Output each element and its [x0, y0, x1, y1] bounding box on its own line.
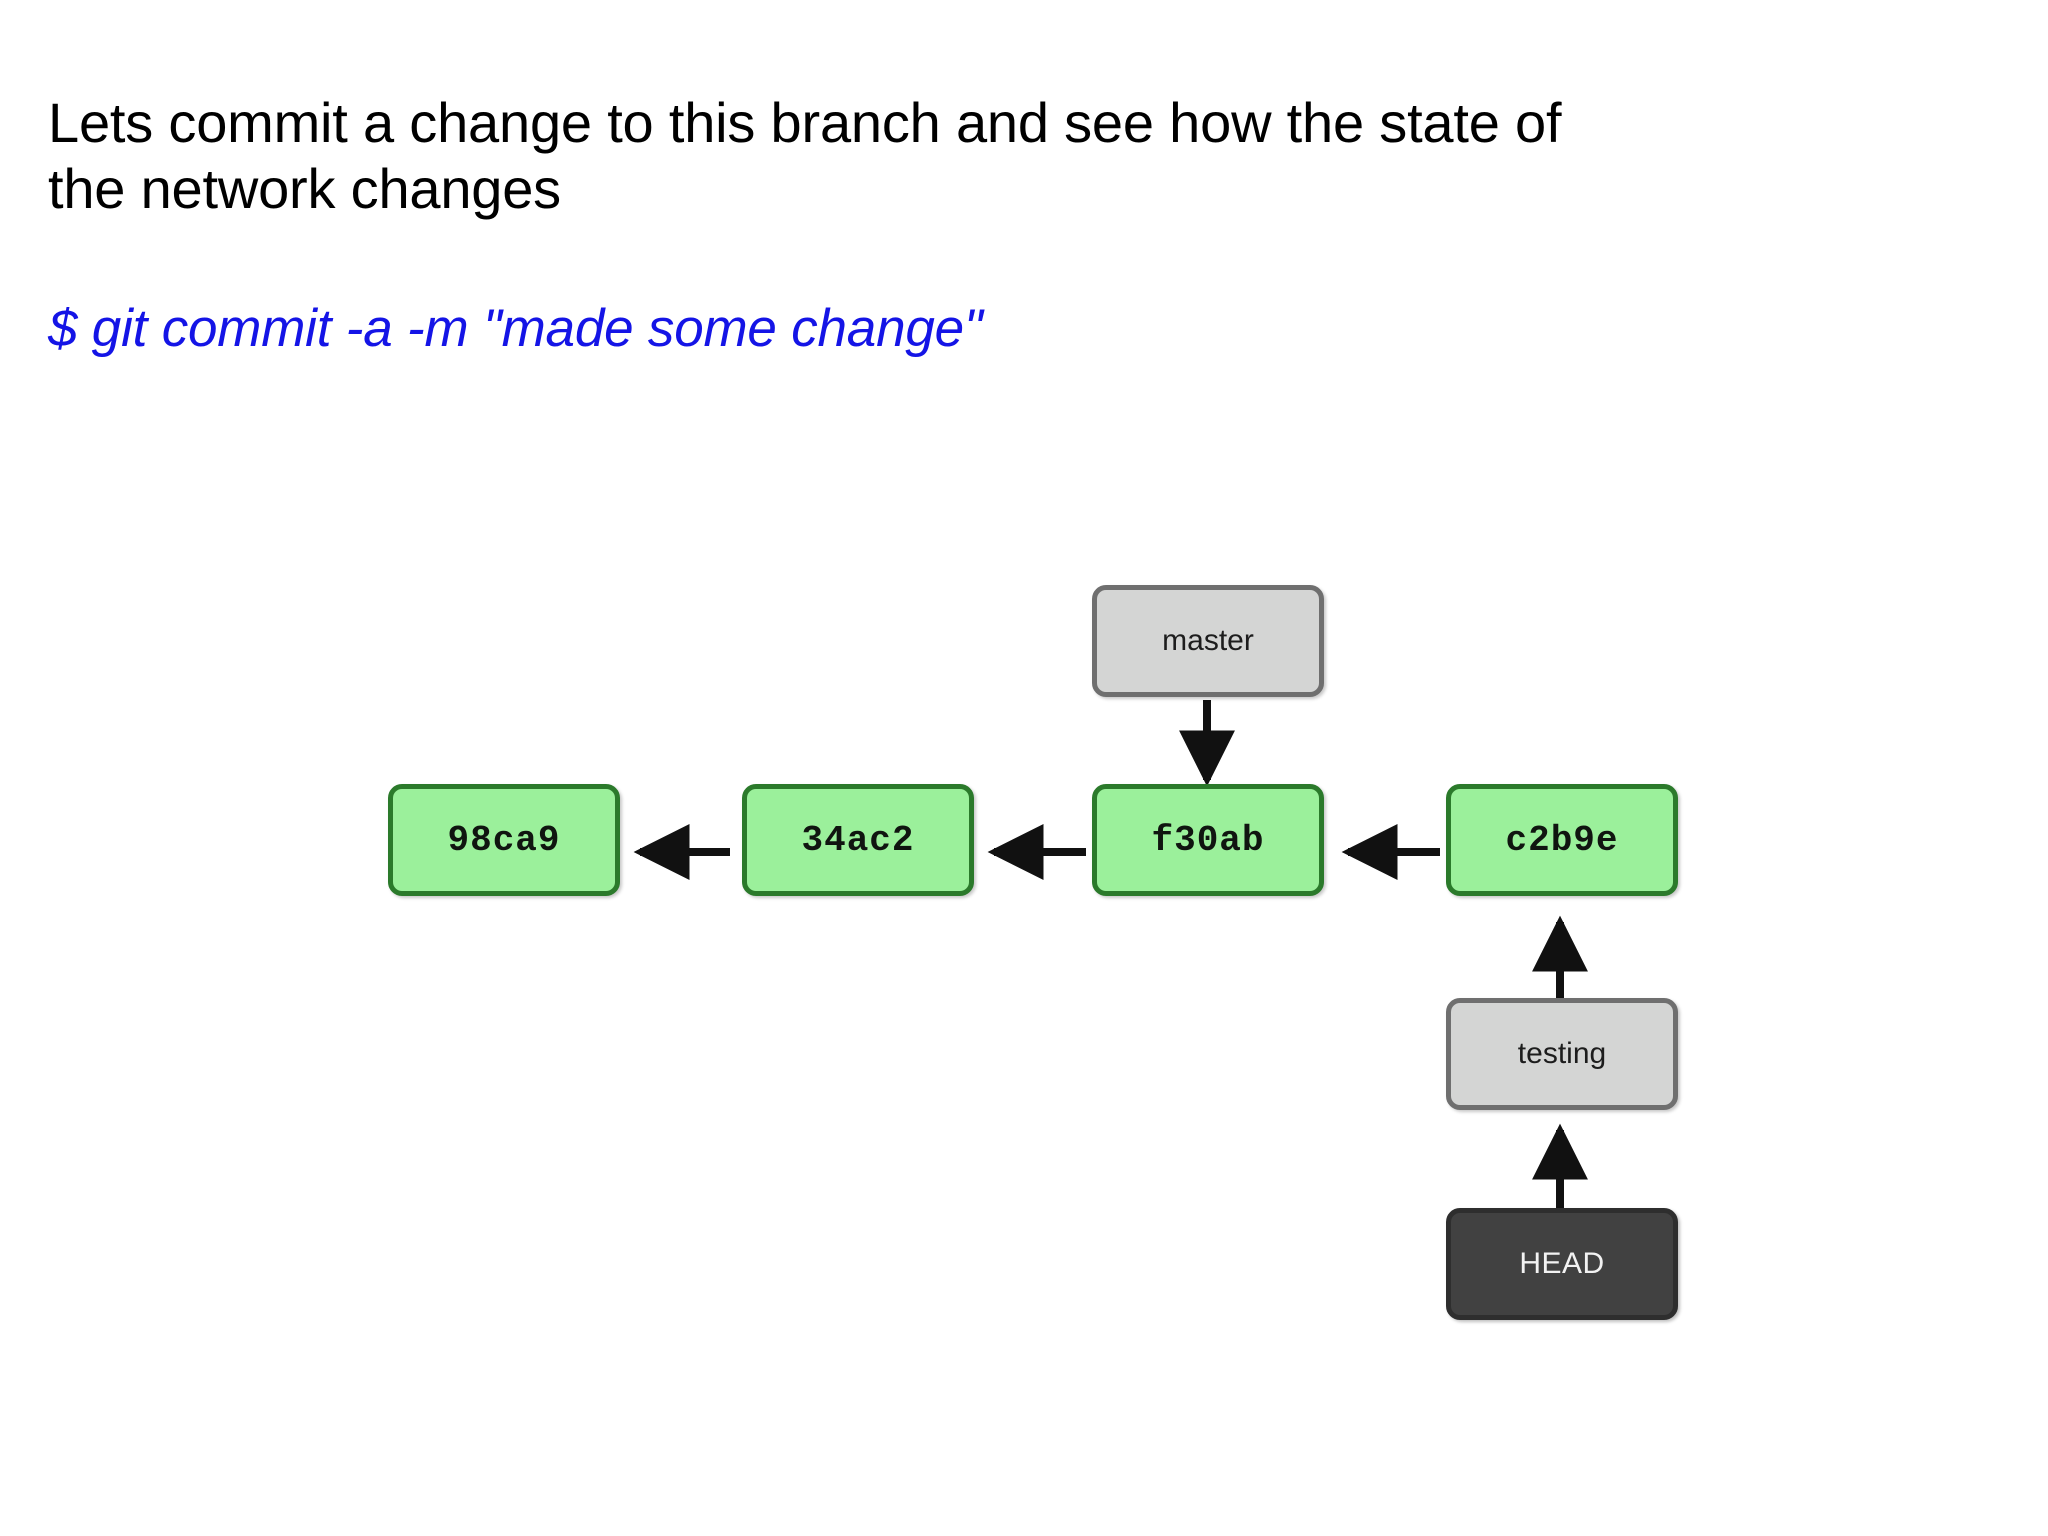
page-title: Lets commit a change to this branch and … [48, 91, 1562, 220]
branch-label-master: master [1162, 624, 1254, 657]
head-node[interactable]: HEAD [1446, 1208, 1678, 1320]
commit-node-98ca9[interactable]: 98ca9 [388, 784, 620, 896]
head-label: HEAD [1519, 1247, 1605, 1280]
commit-label-98ca9: 98ca9 [447, 819, 561, 861]
slide-text-block: Lets commit a change to this branch and … [48, 90, 2008, 360]
git-command-text: $ git commit -a -m "made some change" [48, 299, 983, 359]
commit-label-c2b9e: c2b9e [1505, 819, 1619, 861]
branch-node-master[interactable]: master [1092, 585, 1324, 697]
commit-label-34ac2: 34ac2 [801, 819, 915, 861]
commit-node-c2b9e[interactable]: c2b9e [1446, 784, 1678, 896]
commit-node-34ac2[interactable]: 34ac2 [742, 784, 974, 896]
commit-label-f30ab: f30ab [1151, 819, 1265, 861]
commit-node-f30ab[interactable]: f30ab [1092, 784, 1324, 896]
branch-node-testing[interactable]: testing [1446, 998, 1678, 1110]
branch-label-testing: testing [1517, 1037, 1607, 1070]
